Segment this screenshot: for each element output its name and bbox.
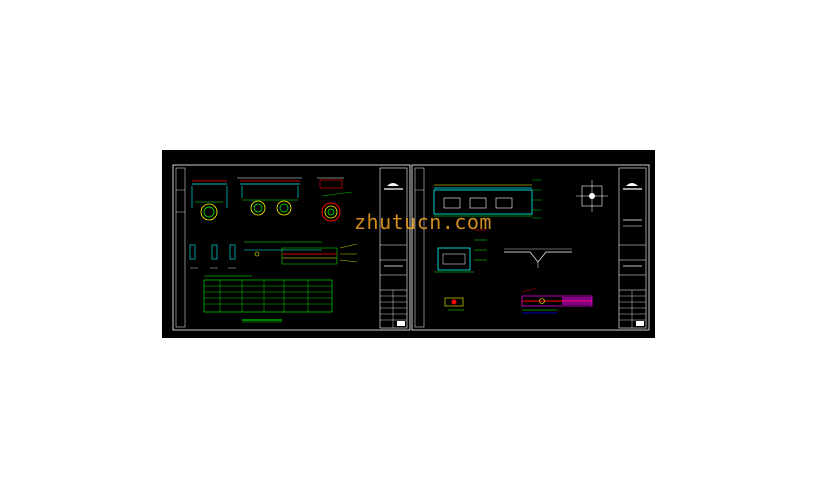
- sheet-left-schedule-table: [203, 275, 333, 323]
- cad-viewport[interactable]: zhutucn.com: [162, 150, 655, 338]
- sheet-right-margin-strip: [414, 167, 425, 328]
- sheet-right-sections: [434, 229, 593, 314]
- sheet-right-elevation: [433, 179, 542, 219]
- sheet-right-column-detail: [576, 180, 608, 212]
- logo-icon: [387, 183, 399, 186]
- logo-icon: [626, 183, 638, 186]
- sheet-left-title-block: [379, 167, 408, 329]
- sheet-right-title-block: [618, 167, 647, 329]
- sheet-left-border: [172, 164, 411, 331]
- watermark-text: zhutucn.com: [354, 210, 492, 234]
- sheet-right-border: [411, 164, 650, 331]
- sheet-right: [411, 164, 650, 331]
- sheet-left-section-details: [189, 241, 358, 269]
- sheet-left: [172, 164, 411, 331]
- cad-drawing-canvas: [172, 164, 650, 331]
- sheet-left-margin-strip: [175, 167, 186, 328]
- sheet-left-detail-views: [191, 177, 353, 222]
